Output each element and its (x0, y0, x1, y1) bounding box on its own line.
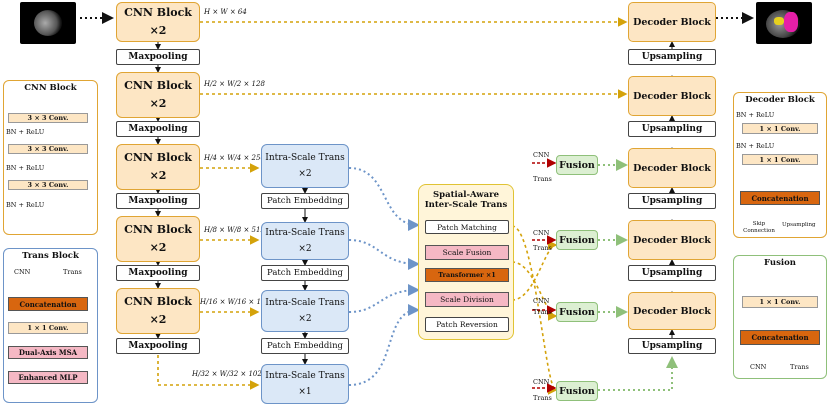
legend-fusion-concat: Concatenation (740, 330, 820, 345)
legend-cnn-bnrelu-3: BN + ReLU (6, 201, 45, 209)
legend-fusion-title: Fusion (764, 258, 796, 268)
fusion-2-cnn: CNN (533, 229, 550, 237)
transformer: Transformer ×1 (425, 268, 509, 282)
legend-trans-trans: Trans (63, 268, 82, 276)
cnn-block-1: CNN Block×2 (116, 2, 200, 42)
legend-cnn-bnrelu-1: BN + ReLU (6, 128, 45, 136)
fusion-node-1: Fusion (556, 155, 598, 175)
cnn-block-5: CNN Block×2 (116, 288, 200, 334)
dim-label-1: H × W × 64 (204, 8, 247, 16)
upsampling-4: Upsampling (628, 265, 716, 281)
legend-decoder-conv-2: 1 × 1 Conv. (742, 154, 818, 165)
dim-label-5: H/16 × W/16 × 1024 (200, 298, 275, 306)
legend-decoder-upsampling: Upsampling (782, 222, 816, 228)
inter-scale-trans (418, 184, 514, 340)
legend-trans-concat: Concatenation (8, 297, 88, 311)
cnn-block-2: CNN Block×2 (116, 72, 200, 118)
dim-label-2: H/2 × W/2 × 128 (204, 80, 265, 88)
fusion-1-trans: Trans (533, 175, 552, 183)
legend-fusion-cnn: CNN (750, 363, 767, 371)
input-image (20, 2, 76, 44)
legend-cnn-title: CNN Block (24, 83, 77, 93)
decoder-block-3: Decoder Block (628, 148, 716, 188)
legend-fusion-conv: 1 × 1 Conv. (742, 296, 818, 308)
maxpool-1: Maxpooling (116, 49, 200, 65)
maxpool-5: Maxpooling (116, 338, 200, 354)
fusion-2-trans: Trans (533, 244, 552, 252)
maxpool-4: Maxpooling (116, 265, 200, 281)
patch-embedding-2: Patch Embedding (261, 265, 349, 281)
legend-trans-conv: 1 × 1 Conv. (8, 322, 88, 334)
legend-fusion (733, 255, 827, 379)
legend-trans-cnn: CNN (14, 268, 31, 276)
maxpool-3: Maxpooling (116, 193, 200, 209)
cnn-block-3: CNN Block×2 (116, 144, 200, 190)
legend-decoder-concat: Concatenation (740, 191, 820, 205)
intra-scale-trans-2: Intra-Scale Trans×2 (261, 222, 349, 260)
fusion-4-cnn: CNN (533, 378, 550, 386)
fusion-1-cnn: CNN (533, 151, 550, 159)
legend-cnn-bnrelu-2: BN + ReLU (6, 164, 45, 172)
legend-cnn-conv-3: 3 × 3 Conv. (8, 180, 88, 190)
legend-trans-title: Trans Block (22, 251, 79, 261)
legend-decoder-block (733, 92, 827, 238)
legend-trans-msa: Dual-Axis MSA (8, 346, 88, 359)
patch-matching: Patch Matching (425, 220, 509, 234)
fusion-node-3: Fusion (556, 302, 598, 322)
legend-cnn-block (3, 80, 98, 235)
decoder-block-1: Decoder Block (628, 2, 716, 42)
dim-label-6: H/32 × W/32 × 1024 (192, 370, 267, 378)
maxpool-2: Maxpooling (116, 121, 200, 137)
dim-label-4: H/8 × W/8 × 512 (204, 226, 265, 234)
intra-scale-trans-4: Intra-Scale Trans×1 (261, 364, 349, 404)
patch-embedding-3: Patch Embedding (261, 338, 349, 354)
decoder-block-2: Decoder Block (628, 76, 716, 116)
scale-fusion: Scale Fusion (425, 245, 509, 260)
patch-embedding-1: Patch Embedding (261, 193, 349, 209)
dim-label-3: H/4 × W/4 × 256 (204, 154, 265, 162)
cnn-block-4: CNN Block×2 (116, 216, 200, 262)
fusion-4-trans: Trans (533, 394, 552, 402)
upsampling-1: Upsampling (628, 49, 716, 65)
output-image (756, 2, 812, 44)
legend-decoder-bnrelu-2: BN + ReLU (736, 142, 775, 150)
legend-fusion-trans: Trans (790, 363, 809, 371)
fusion-3-cnn: CNN (533, 297, 550, 305)
upsampling-3: Upsampling (628, 193, 716, 209)
fusion-3-trans: Trans (533, 308, 552, 316)
legend-cnn-conv-2: 3 × 3 Conv. (8, 144, 88, 154)
decoder-block-4: Decoder Block (628, 220, 716, 260)
upsampling-2: Upsampling (628, 121, 716, 137)
patch-reversion: Patch Reversion (425, 317, 509, 332)
intra-scale-trans-3: Intra-Scale Trans×2 (261, 290, 349, 332)
legend-decoder-conv-1: 1 × 1 Conv. (742, 123, 818, 134)
intra-scale-trans-1: Intra-Scale Trans×2 (261, 144, 349, 188)
legend-decoder-bnrelu-1: BN + ReLU (736, 111, 775, 119)
legend-cnn-conv-1: 3 × 3 Conv. (8, 113, 88, 123)
legend-decoder-title: Decoder Block (745, 95, 815, 105)
upsampling-5: Upsampling (628, 338, 716, 354)
fusion-node-4: Fusion (556, 381, 598, 401)
decoder-block-5: Decoder Block (628, 292, 716, 330)
scale-division: Scale Division (425, 292, 509, 307)
legend-trans-mlp: Enhanced MLP (8, 371, 88, 384)
fusion-node-2: Fusion (556, 230, 598, 250)
